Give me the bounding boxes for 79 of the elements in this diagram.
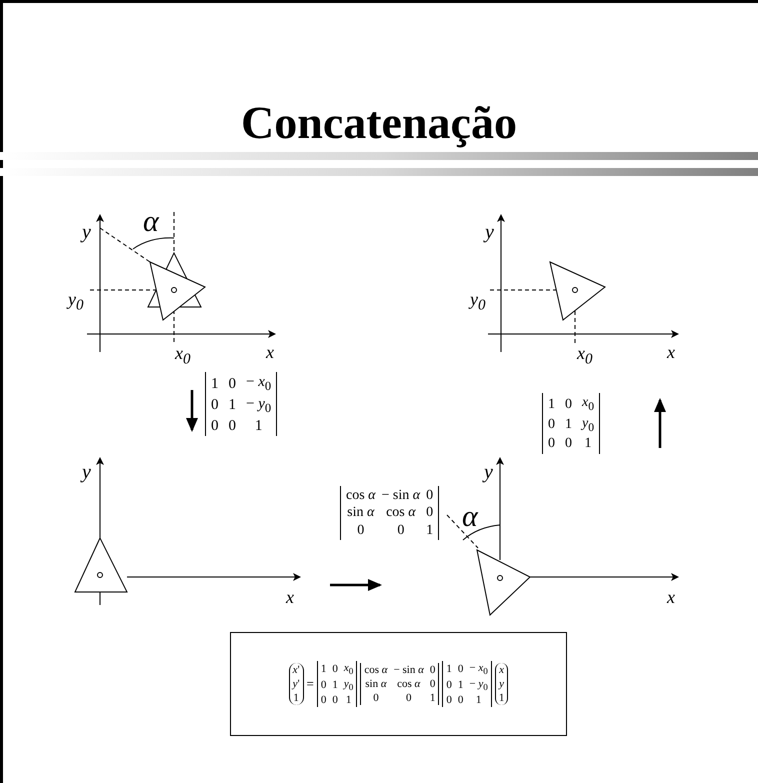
axis-label: y <box>82 222 91 242</box>
matrix-entry: 1 <box>498 692 504 704</box>
matrix-entry: 0 <box>320 679 326 692</box>
matrix-entry: − y$_{0}$ <box>246 396 272 416</box>
matrix-entry: 0 <box>430 678 436 690</box>
matrix-entry: sin α <box>346 505 376 521</box>
matrix-entry: 0 <box>211 397 218 414</box>
axis-label: x <box>266 343 274 361</box>
matrix-entry: 0 <box>565 436 572 452</box>
matrix-entry: 1 <box>446 662 452 675</box>
matrix-entry: 1 <box>211 376 218 392</box>
matrix-entry: cos α <box>396 678 422 690</box>
axis-label: y <box>485 222 494 242</box>
matrix-entry: 1 <box>474 694 482 706</box>
matrix-entry: 0 <box>446 694 452 706</box>
axis-label: y$_{0}$ <box>68 290 84 314</box>
matrix-entry: 0 <box>446 679 452 692</box>
matrix-entry: x' <box>292 664 300 676</box>
matrix-entry: 0 <box>228 376 236 392</box>
matrix-entry: 1 <box>228 397 236 414</box>
matrix-entry: − sin α <box>394 664 424 676</box>
matrix-entry: − x$_{0}$ <box>246 374 272 394</box>
matrix-entry: 1 <box>320 662 326 675</box>
matrix-entry: sin α <box>364 678 388 690</box>
matrix-entry: y$_{0}$ <box>344 678 354 692</box>
matrix-entry: y <box>498 678 504 690</box>
matrix-entry: y' <box>292 678 300 690</box>
matrix-entry: 0 <box>211 418 218 434</box>
matrix-entry: 1 <box>458 679 464 692</box>
axis-label: x <box>286 588 294 606</box>
matrix-entry: x <box>498 664 504 676</box>
angle-label: α <box>462 502 478 532</box>
matrix-entry: 1 <box>548 396 555 412</box>
matrix-entry: − y$_{0}$ <box>469 678 488 692</box>
matrix-entry: 1 <box>254 418 264 434</box>
matrix-entry: 1 <box>332 679 338 692</box>
matrix-entry: 1 <box>292 692 300 704</box>
matrix-entry: x$_{0}$ <box>344 662 354 676</box>
matrix-entry: 0 <box>372 692 380 704</box>
axis-label: x <box>667 343 675 361</box>
matrix-entry: 0 <box>332 694 338 706</box>
matrix-entry: 0 <box>548 417 555 433</box>
matrix-entry: 1 <box>565 417 572 433</box>
matrix-entry: 0 <box>426 505 434 521</box>
matrix-entry: − x$_{0}$ <box>469 662 488 676</box>
matrix-entry: 0 <box>356 522 366 538</box>
matrix-entry: 0 <box>404 692 412 704</box>
matrix-entry: 0 <box>228 418 236 434</box>
axis-label: y <box>82 462 91 482</box>
slide-title: Concatenação <box>240 100 518 146</box>
matrix-entry: 0 <box>430 664 436 676</box>
matrix-entry: 0 <box>458 694 464 706</box>
matrix-entry: cos α <box>346 488 376 504</box>
axis-label: y <box>484 462 493 482</box>
matrix-entry: 0 <box>332 662 338 675</box>
matrix-entry: 0 <box>396 522 406 538</box>
matrix-entry: 1 <box>426 522 434 538</box>
matrix-entry: cos α <box>385 505 417 521</box>
matrix-entry: y$_{0}$ <box>582 416 594 434</box>
axis-label: x <box>667 588 675 606</box>
arrow <box>654 398 666 448</box>
angle-label: α <box>143 207 159 237</box>
matrix-entry: 1 <box>344 694 352 706</box>
matrix-entry: 0 <box>458 662 464 675</box>
matrix-entry: x$_{0}$ <box>582 395 594 414</box>
matrix-entry: 0 <box>426 488 434 504</box>
equals-sign: = <box>306 676 314 692</box>
matrix-entry: − sin α <box>382 488 420 504</box>
axis-label: x$_{0}$ <box>577 344 592 368</box>
matrix-entry: cos α <box>364 664 388 676</box>
matrix-entry: 1 <box>584 436 593 452</box>
matrix-entry: 1 <box>430 692 436 704</box>
arrow <box>186 390 198 432</box>
matrix-entry: 0 <box>565 396 572 412</box>
axis-label: x$_{0}$ <box>175 344 190 368</box>
matrix-entry: 0 <box>548 436 555 452</box>
matrix-entry: 0 <box>320 694 326 706</box>
axis-label: y$_{0}$ <box>470 290 486 314</box>
arrow <box>330 579 382 591</box>
